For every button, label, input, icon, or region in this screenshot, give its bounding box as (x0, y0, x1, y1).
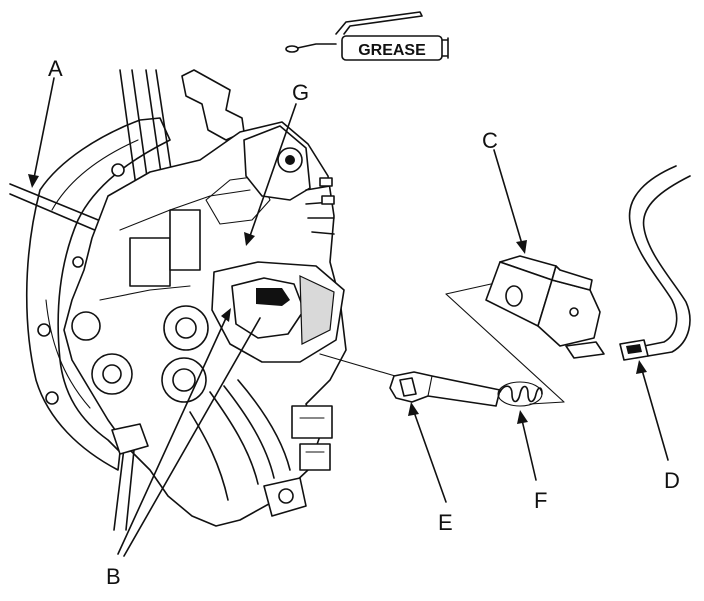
part-d-harness (619, 165, 691, 361)
callout-a: A (48, 56, 63, 81)
grease-symbol: GREASE (285, 11, 449, 61)
callout-d: D (664, 468, 680, 493)
door-panel (9, 117, 171, 471)
callout-labels: A B C D E F G (48, 56, 680, 589)
callout-f: F (534, 488, 547, 513)
explode-guides (319, 281, 565, 405)
part-e-pin (389, 371, 501, 407)
grease-tube-icon (285, 11, 449, 61)
door-lock-assembly (63, 69, 347, 531)
callout-c: C (482, 128, 498, 153)
callout-b: B (106, 564, 121, 589)
part-c-cover (485, 255, 605, 359)
leader-lines (28, 77, 669, 557)
grease-label: GREASE (358, 42, 426, 59)
callout-e: E (438, 510, 453, 535)
callout-g: G (292, 80, 309, 105)
part-f-spring (497, 381, 543, 407)
